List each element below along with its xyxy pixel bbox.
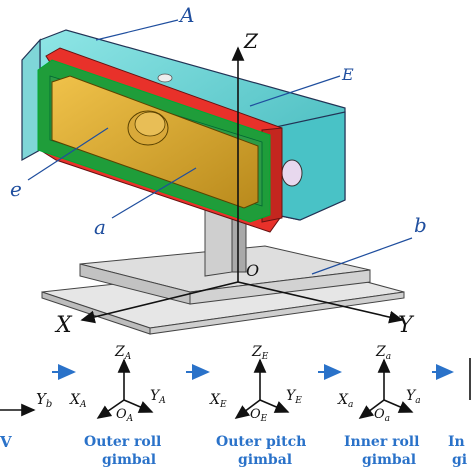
frame-outer-pitch-origin-label: OE <box>250 407 268 424</box>
label-E: E <box>341 65 354 84</box>
frame-inner-roll-caption: Inner roll <box>344 434 419 450</box>
frame-outer-roll-caption: Outer roll <box>84 434 161 450</box>
frame-outer-roll-caption-line2: gimbal <box>102 452 156 468</box>
frame-chain: Yb V ZA XA YA OA Outer roll gimbal ZE XE… <box>0 344 471 468</box>
axis-label-O: O <box>246 261 259 280</box>
frame-inner-roll-y-axis-label: Ya <box>406 388 421 406</box>
frame-body-y-axis-label: Yb <box>36 390 52 410</box>
label-A: A <box>178 3 194 27</box>
label-b: b <box>414 213 427 237</box>
frame-outer-pitch-y-axis-label: YE <box>286 388 302 406</box>
frame-outer-pitch: ZE XE YE OE Outer pitch gimbal <box>209 344 306 468</box>
frame-outer-roll-origin-label: OA <box>116 407 134 424</box>
frame-outer-pitch-x-axis-label: XE <box>209 392 227 410</box>
frame-body: Yb V <box>0 390 52 451</box>
frame-outer-roll-z-axis-label: ZA <box>114 344 132 362</box>
frame-inner-roll-z-axis-label: Za <box>375 344 391 362</box>
frame-body-caption: V <box>0 433 12 451</box>
world-axes <box>80 46 404 324</box>
frame-outer-roll: ZA XA YA OA Outer roll gimbal <box>69 344 166 468</box>
frame-inner-pitch-partial: In gi <box>448 358 471 468</box>
leader-lines <box>27 19 413 275</box>
frame-inner-roll-origin-label: Oa <box>374 407 390 424</box>
frame-outer-pitch-caption-line2: gimbal <box>238 452 292 468</box>
frame-inner-pitch-caption-line2: gi <box>452 452 467 468</box>
frame-outer-roll-y-axis-label: YA <box>150 388 166 406</box>
label-a: a <box>94 215 106 239</box>
frame-outer-roll-x-axis-label: XA <box>69 392 87 410</box>
payload-block <box>51 73 259 209</box>
frame-inner-roll-caption-line2: gimbal <box>362 452 416 468</box>
frame-outer-pitch-caption: Outer pitch <box>216 434 306 450</box>
frame-outer-pitch-z-axis-label: ZE <box>251 344 269 362</box>
frame-inner-roll: Za Xa Ya Oa Inner roll gimbal <box>337 344 421 468</box>
frame-inner-roll-x-axis-label: Xa <box>337 392 353 410</box>
axis-label-Y: Y <box>398 313 415 338</box>
axis-label-Z: Z <box>243 29 259 53</box>
axis-label-X: X <box>54 313 73 338</box>
label-e: e <box>10 177 22 201</box>
frame-inner-pitch-caption: In <box>448 434 465 450</box>
